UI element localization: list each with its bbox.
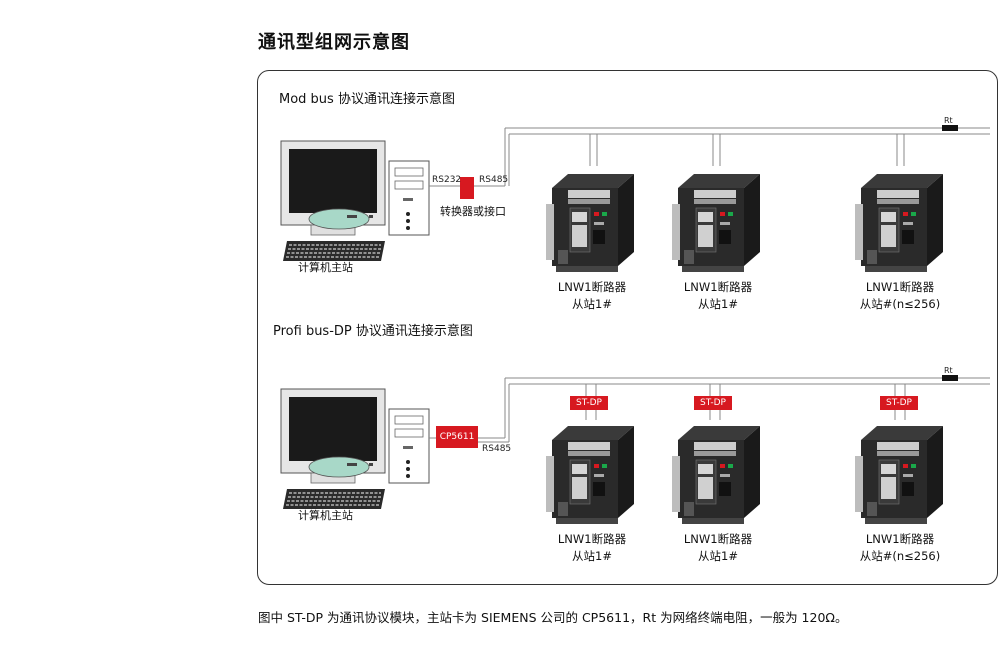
node-station: 从站1# [698,549,738,563]
node-name: LNW1断路器 [865,532,935,546]
footer-note: 图中 ST-DP 为通讯协议模块，主站卡为 SIEMENS 公司的 CP5611… [258,610,848,625]
computer-label: 计算机主站 [298,261,353,274]
node-name: LNW1断路器 [865,280,935,294]
node-name: LNW1断路器 [683,532,753,546]
rs485-label: RS485 [479,175,509,185]
modbus-computer-icon [280,140,430,262]
node-station: 从站#(n≤256) [859,297,941,311]
breaker-icon [545,425,635,525]
breaker-icon [854,425,944,525]
converter-icon [460,177,474,199]
profibus-computer-icon [280,388,430,510]
st-dp-module: ST-DP [694,396,732,410]
profibus-heading: Profi bus-DP 协议通讯连接示意图 [273,324,473,339]
node-name: LNW1断路器 [557,532,627,546]
node-station: 从站#(n≤256) [859,549,941,563]
st-dp-module: ST-DP [880,396,918,410]
breaker-icon [671,425,761,525]
node-name: LNW1断路器 [683,280,753,294]
rt-label: Rt [944,116,953,125]
st-dp-module: ST-DP [570,396,608,410]
diagram-title: 通讯型组网示意图 [258,32,410,53]
rt-label: Rt [944,366,953,375]
breaker-icon [854,173,944,273]
terminal-resistor-icon [942,375,958,381]
converter-label: 转换器或接口 [440,205,506,218]
breaker-icon [671,173,761,273]
diagram-frame [257,70,998,585]
breaker-icon [545,173,635,273]
cp5611-card: CP5611 [436,426,478,448]
terminal-resistor-icon [942,125,958,131]
rs232-label: RS232 [432,175,462,185]
modbus-heading: Mod bus 协议通讯连接示意图 [279,92,455,107]
node-name: LNW1断路器 [557,280,627,294]
node-station: 从站1# [572,549,612,563]
node-station: 从站1# [698,297,738,311]
node-station: 从站1# [572,297,612,311]
rs485-label: RS485 [482,444,512,454]
computer-label: 计算机主站 [298,509,353,522]
profibus-wiring [429,377,990,443]
modbus-wiring [429,127,990,187]
